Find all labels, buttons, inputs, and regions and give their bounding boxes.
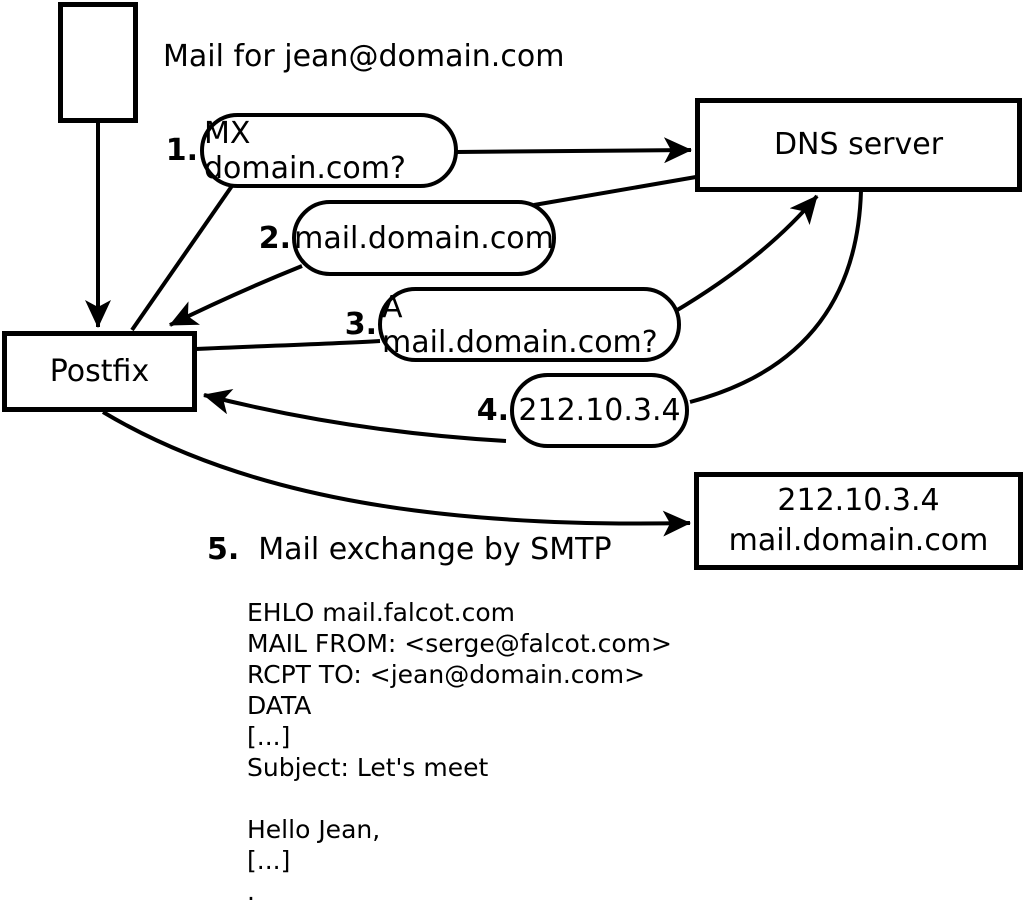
pill-a-query: A mail.domain.com? — [378, 287, 681, 362]
pill-a-answer: 212.10.3.4 — [510, 373, 689, 448]
step-number-5: 5. — [207, 532, 240, 567]
arrow-a-query-to-dns — [672, 194, 819, 314]
step5-text: Mail exchange by SMTP — [258, 532, 612, 567]
step-number-2: 2. — [258, 220, 291, 256]
line-dns-to-a-answer — [689, 190, 863, 404]
mail-for-label: Mail for jean@domain.com — [163, 39, 565, 74]
arrow-mx-answer-to-postfix — [169, 264, 303, 327]
step-number-1: 1. — [165, 133, 198, 168]
pill-mx-answer: mail.domain.com — [292, 200, 556, 276]
line-postfix-to-mx-query — [130, 181, 236, 332]
step5-label: 5. Mail exchange by SMTP — [207, 535, 612, 565]
mailserver-ip: 212.10.3.4 — [777, 483, 940, 518]
mailserver-box: 212.10.3.4 mail.domain.com — [694, 472, 1023, 570]
smtp-session-text: EHLO mail.falcot.com MAIL FROM: <serge@f… — [247, 598, 672, 906]
arrow-mx-query-to-dns — [455, 137, 692, 164]
step-number-4: 4. — [476, 393, 509, 428]
line-dns-to-mx-answer — [533, 175, 697, 207]
mailserver-hostname: mail.domain.com — [728, 523, 989, 558]
dns-server-box: DNS server — [695, 98, 1022, 192]
line-postfix-to-a-query — [195, 339, 381, 351]
arrow-postfix-to-mailserver — [101, 410, 691, 537]
step-number-3: 3. — [344, 307, 377, 342]
pill-mx-query: MX domain.com? — [200, 113, 458, 188]
arrow-a-answer-to-postfix — [203, 389, 507, 443]
mail-document-icon — [58, 2, 138, 123]
postfix-box: Postfix — [2, 331, 197, 412]
